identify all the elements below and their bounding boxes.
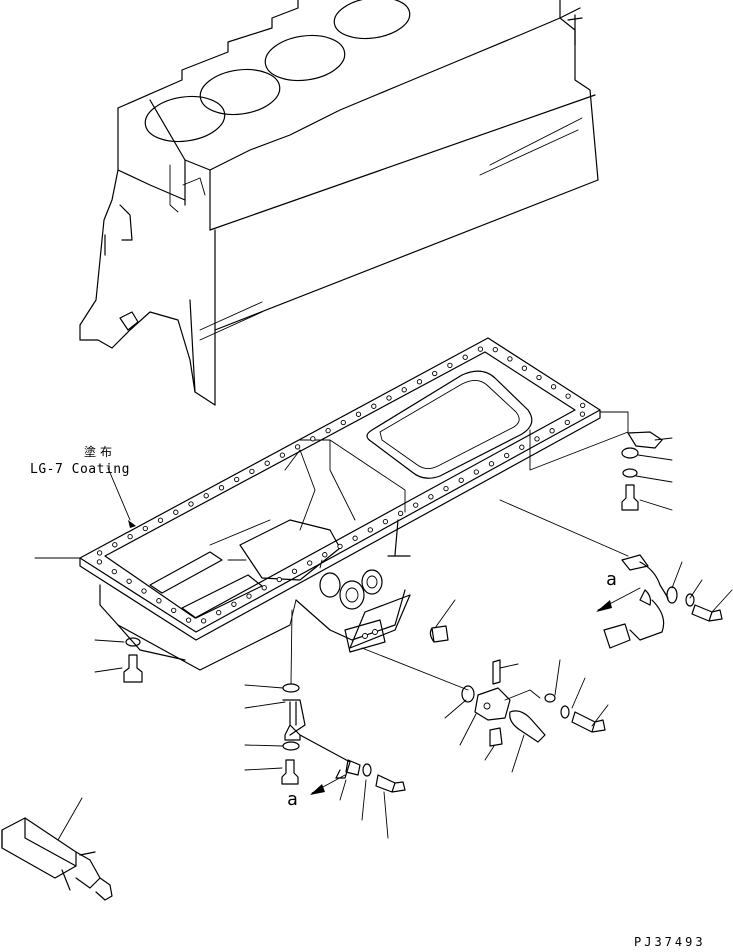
flange-bolt-hole — [218, 485, 225, 491]
flange-bolt-hole — [565, 393, 571, 399]
flange-bolt-hole — [416, 379, 423, 385]
flange-bolt-hole — [291, 568, 298, 574]
flange-bolt-hole — [443, 485, 449, 492]
flange-bolt-hole — [580, 402, 586, 409]
flange-bolt-hole — [173, 509, 179, 515]
flange-bolt-hole — [188, 501, 194, 507]
flange-bolt-hole — [432, 370, 438, 377]
flange-bolt-hole — [246, 593, 252, 599]
flange-bolt-hole — [371, 403, 377, 409]
flange-bolt-hole — [504, 452, 510, 459]
flange-bolt-hole — [142, 525, 148, 532]
flange-bolt-hole — [507, 356, 513, 362]
flange-bolt-hole — [413, 502, 419, 508]
flange-bolt-hole — [386, 395, 392, 401]
flange-bolt-hole — [234, 476, 240, 483]
flange-bolt-hole — [96, 559, 103, 565]
flange-bolt-hole — [447, 362, 453, 369]
flange-bolt-hole — [564, 419, 570, 426]
reference-arrows — [128, 520, 641, 795]
reference-a-right: a — [606, 569, 617, 590]
flange-bolt-hole — [171, 607, 177, 614]
fasteners — [1, 431, 723, 901]
flange-bolt-hole — [279, 452, 286, 458]
flange-bolt-hole — [534, 436, 540, 442]
flange-bolt-hole — [325, 427, 331, 434]
flange-bolt-hole — [307, 560, 313, 566]
flange-bolt-hole — [462, 354, 468, 360]
flange-bolt-hole — [536, 374, 542, 381]
flange-bolt-hole — [216, 609, 222, 616]
flange-bolt-hole — [112, 542, 118, 548]
flange-bolt-hole — [340, 419, 346, 426]
coating-label-jp: 塗布 — [84, 445, 117, 459]
flange-bolt-hole — [352, 535, 358, 541]
flange-bolt-hole — [322, 552, 328, 558]
flange-bolt-hole — [96, 550, 103, 556]
leader-lines — [34, 411, 733, 841]
flange-bolt-holes — [96, 346, 586, 624]
drawing-number: PJ37493 — [634, 935, 706, 949]
flange-bolt-hole — [203, 493, 209, 499]
flange-bolt-hole — [126, 578, 132, 584]
flange-bolt-hole — [519, 444, 525, 450]
flange-bolt-hole — [264, 460, 270, 466]
flange-bolt-hole — [397, 510, 404, 517]
flange-bolt-hole — [127, 533, 133, 540]
coating-label: LG-7 Coating — [30, 462, 130, 477]
flange-bolt-hole — [521, 365, 528, 371]
oil-pan — [79, 337, 601, 671]
flange-bolt-hole — [111, 568, 117, 575]
flange-bolt-hole — [294, 444, 301, 450]
flange-bolt-hole — [249, 468, 255, 475]
flange-bolt-hole — [141, 588, 147, 594]
flange-bolt-hole — [458, 477, 464, 483]
flange-bolt-hole — [401, 387, 407, 393]
flange-bolt-hole — [261, 585, 267, 591]
flange-bolt-hole — [337, 543, 343, 550]
flange-bolt-hole — [156, 598, 162, 604]
flange-bolt-hole — [428, 494, 434, 500]
flange-bolt-hole — [185, 617, 192, 623]
flange-bolt-hole — [477, 346, 484, 352]
flange-bolt-hole — [367, 527, 373, 533]
flange-bolt-hole — [549, 428, 555, 434]
flange-bolt-hole — [492, 346, 498, 353]
flange-bolt-hole — [473, 469, 479, 475]
flange-bolt-hole — [550, 384, 557, 390]
flange-bolt-hole — [488, 461, 495, 467]
flange-bolt-hole — [579, 411, 586, 417]
flange-bolt-hole — [382, 518, 389, 525]
engine-block — [79, 0, 599, 406]
flange-bolt-hole — [231, 601, 237, 607]
flange-bolt-hole — [276, 576, 282, 583]
flange-bolt-hole — [200, 618, 207, 624]
flange-bolt-hole — [310, 436, 316, 442]
flange-bolt-hole — [157, 517, 164, 523]
flange-bolt-hole — [355, 411, 362, 417]
reference-a-left: a — [287, 789, 298, 810]
